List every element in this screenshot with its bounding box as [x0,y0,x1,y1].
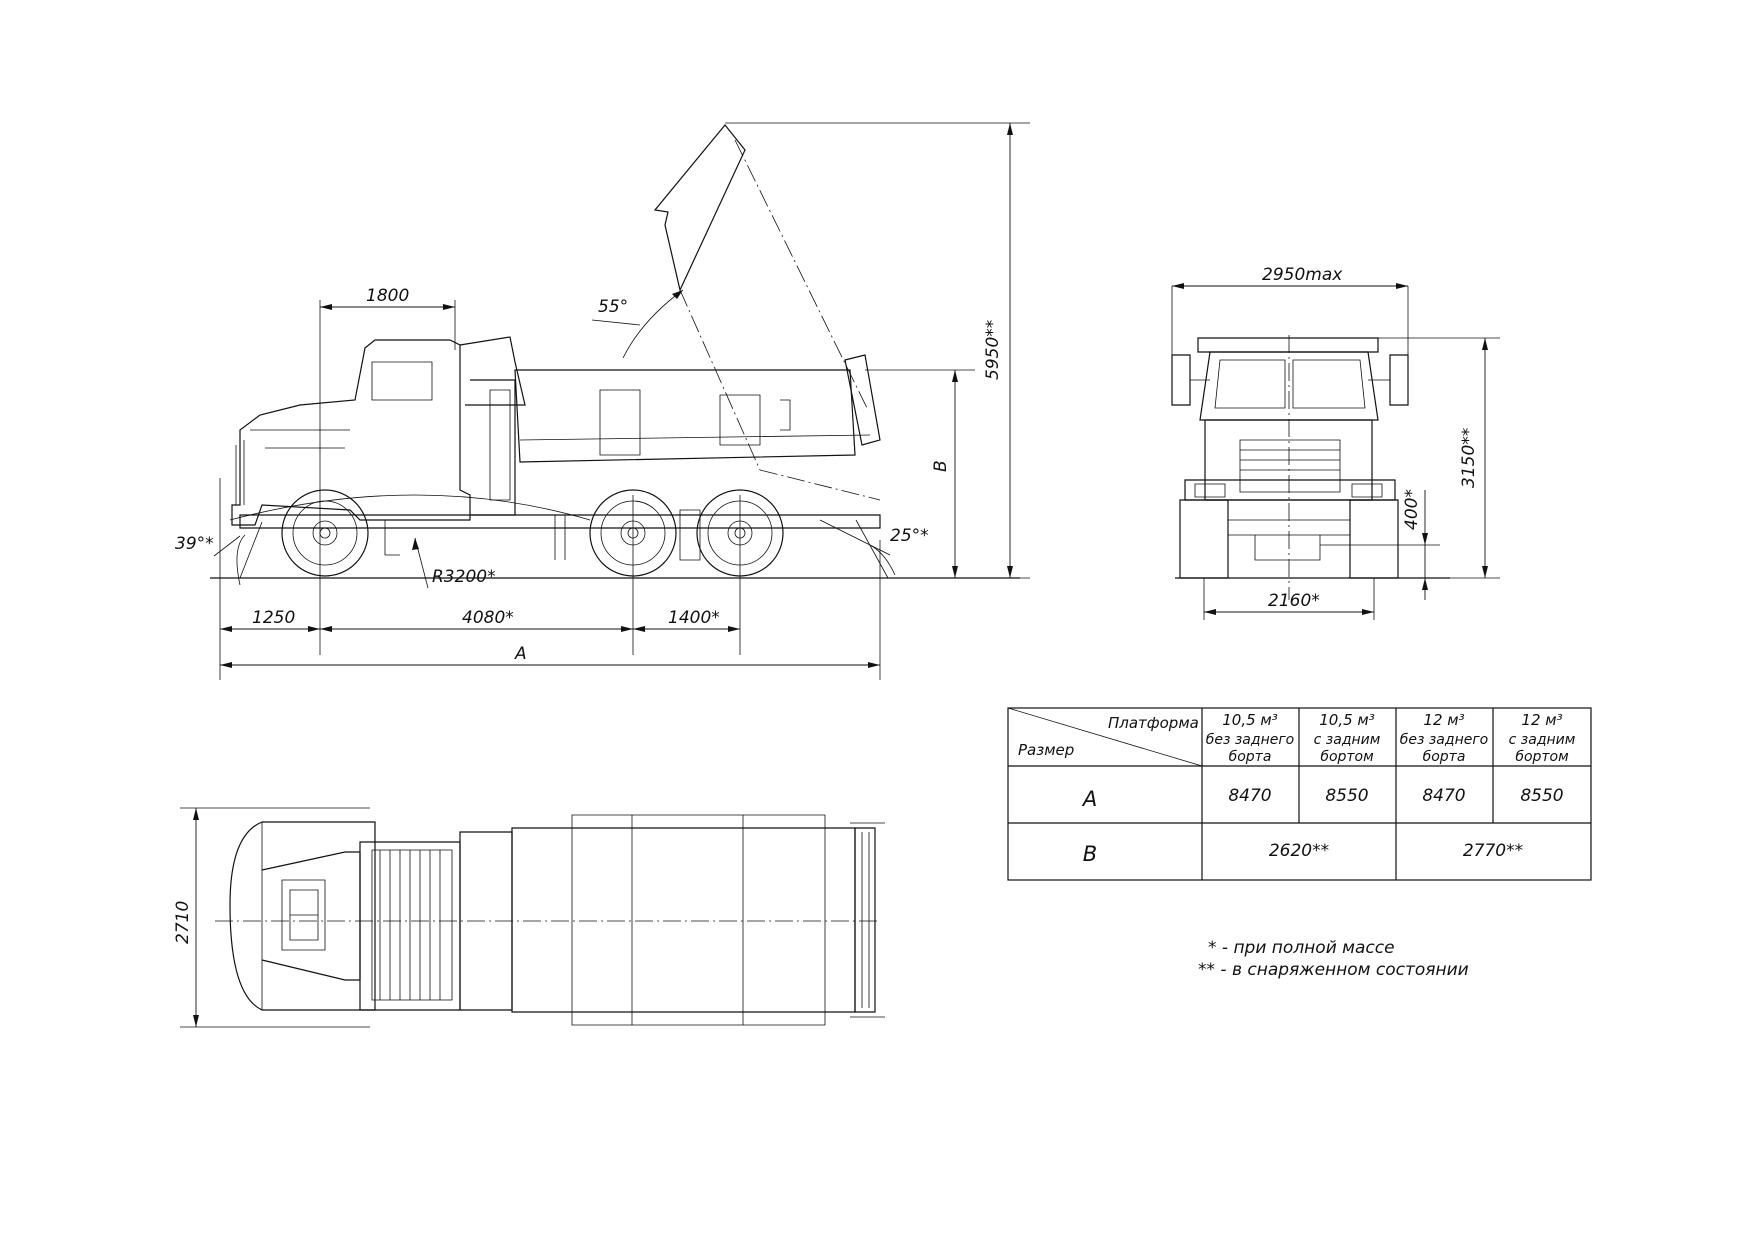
column-3-volume: 12 м³ [1423,711,1464,729]
dim-track: 2160* [1268,591,1320,611]
row-b-value: 2620** [1269,841,1329,861]
front-view: 2950max 3150** 400* 2160* [1171,265,1500,620]
row-a-value: 8470 [1422,786,1465,806]
dimension-table: Платформа Размер 10,5 м³ без заднего бор… [1007,707,1592,881]
row-b-value: 2770** [1463,841,1523,861]
column-4-line2: с задним [1509,732,1576,748]
dim-body-height: B [931,460,951,472]
row-a-value: 8470 [1228,786,1271,806]
notes: * - при полной массе ** - в снаряженном … [1198,938,1469,980]
dim-front-overhang: 1250 [252,608,295,628]
table-header-platform: Платформа [1108,714,1199,732]
dim-top-width: 2710 [173,901,193,944]
row-a-value: 8550 [1325,786,1368,806]
column-2-line2: с задним [1314,732,1381,748]
dim-overall-width: 2950max [1262,265,1343,285]
column-2-line3: бортом [1320,749,1374,765]
dim-tipped-height: 5950** [983,320,1003,380]
column-4-volume: 12 м³ [1521,711,1562,729]
front-wheel [281,489,369,577]
column-4-line3: бортом [1515,749,1569,765]
dim-approach-angle: 39°* [175,534,214,554]
top-view: 2710 [173,807,885,1028]
column-2-volume: 10,5 м³ [1319,711,1375,729]
row-a-label: A [1081,787,1097,811]
dim-departure-angle: 25°* [890,526,929,546]
dim-bogie-spacing: 1400* [668,608,720,628]
note-curb-weight: ** - в снаряженном состоянии [1198,960,1469,980]
dim-tipping-angle: 55° [598,297,628,317]
dim-overall-length: A [514,644,527,664]
column-1-volume: 10,5 м³ [1222,711,1278,729]
row-a-value: 8550 [1520,786,1563,806]
row-b-label: B [1083,842,1097,866]
column-3-line2: без заднего [1400,732,1489,748]
column-3-line3: борта [1423,749,1466,765]
dim-height: 3150** [1459,428,1479,488]
column-1-line3: борта [1229,749,1272,765]
column-1-line2: без заднего [1206,732,1295,748]
dim-ground-clearance: 400* [1402,489,1422,530]
dim-ramp-radius: R3200* [432,567,496,587]
dim-wheelbase: 4080* [462,608,514,628]
dim-cab-length: 1800 [366,286,409,306]
note-full-mass: * - при полной массе [1208,938,1395,958]
side-view: 1800 1250 4080* 1400* A 39°* 25°* R3200*… [175,122,1030,680]
table-header-size: Размер [1018,741,1074,759]
